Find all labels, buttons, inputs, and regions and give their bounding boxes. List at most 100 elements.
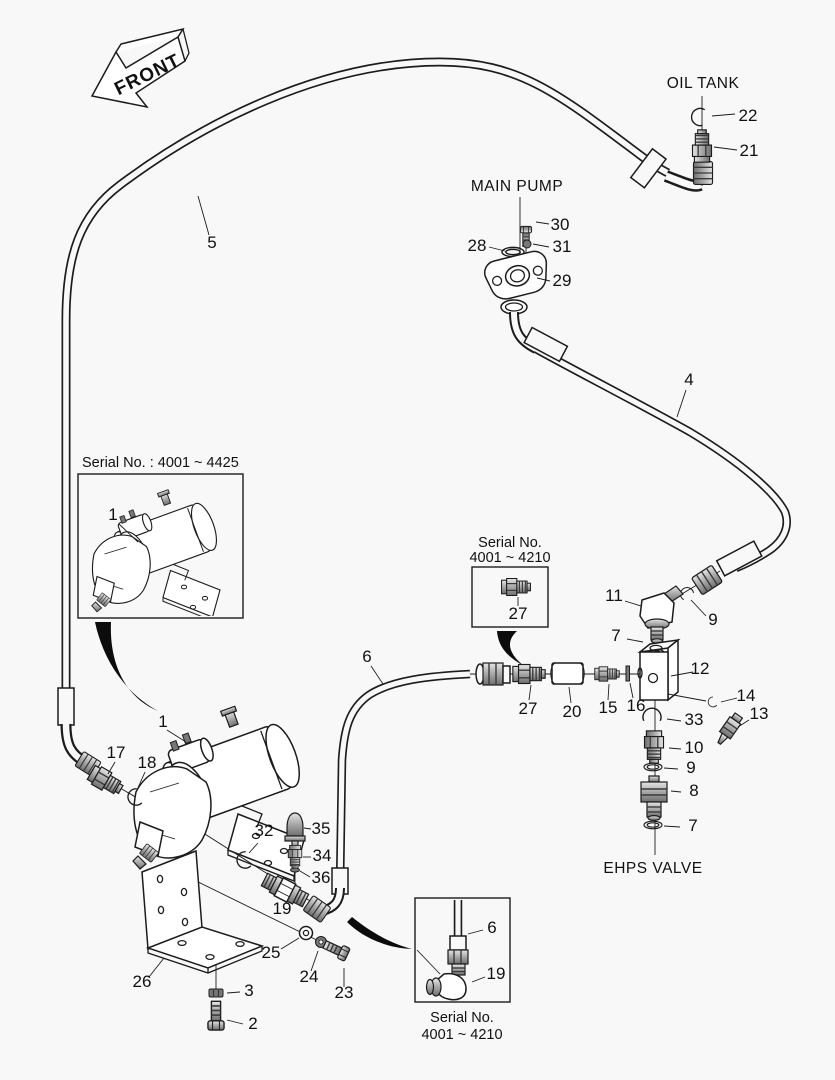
- part-label-23-36: 23: [335, 983, 354, 1002]
- part-12-block: [637, 638, 681, 702]
- part-9-oring-mid: [643, 762, 663, 772]
- part-label-17-10: 17: [107, 743, 126, 762]
- callout-arrow-box3: [347, 917, 412, 949]
- hose-6-end-nut: [482, 662, 504, 686]
- hose-4-sleeve-top: [523, 326, 569, 363]
- part-35-sensor: [284, 812, 306, 848]
- oil-tank-label: OIL TANK: [667, 75, 740, 92]
- callout-arrow-box2: [497, 631, 524, 666]
- part-label-12-15: 12: [691, 659, 710, 678]
- hose-4-sleeve-end: [715, 540, 763, 577]
- part-label-11-12: 11: [605, 586, 623, 605]
- part-36-oring: [290, 867, 300, 873]
- part-label-7-26: 7: [688, 816, 697, 835]
- part-15-fitting: [594, 666, 620, 682]
- part-label-1-9: 1: [158, 712, 167, 731]
- part-label-15-18: 15: [599, 698, 618, 717]
- part-label-26-37: 26: [133, 972, 152, 991]
- part-31-washer: [522, 239, 532, 249]
- oil-tank-connection: OIL TANK: [663, 75, 740, 192]
- part-label-19-41: 19: [487, 964, 506, 983]
- front-arrow: FRONT: [90, 27, 190, 109]
- part-2-bolt: [207, 1000, 225, 1031]
- serial-box-4425-title: Serial No. : 4001 ~ 4425: [82, 455, 239, 471]
- part-label-6-40: 6: [487, 918, 496, 937]
- part-25-washer: [298, 925, 314, 941]
- part-27-fitting-box: [500, 577, 532, 597]
- ehps-valve-label: EHPS VALVE: [603, 860, 702, 877]
- part-label-5-0: 5: [207, 233, 216, 252]
- main-pump-label: MAIN PUMP: [471, 178, 563, 195]
- callout-arrow-box1: [95, 622, 158, 711]
- part-23-bolt: [321, 937, 352, 963]
- part-label-35-30: 35: [312, 819, 331, 838]
- part-label-9-24: 9: [686, 758, 695, 777]
- part-21-fitting: [691, 129, 713, 163]
- serial-box-bottom-title-1: Serial No.: [430, 1010, 494, 1026]
- ehps-valve-group: EHPS VALVE: [603, 584, 744, 877]
- part-label-27-16: 27: [519, 699, 538, 718]
- part-label-3-38: 3: [244, 981, 253, 1000]
- hose-5-end-sleeve: [629, 147, 668, 189]
- part-label-7-14: 7: [611, 626, 620, 645]
- oil-tank-elbow-nut: [692, 160, 714, 186]
- serial-box-4210-bottom: Serial No. 4001 ~ 4210: [414, 897, 511, 1043]
- leader-lines: [107, 113, 750, 1025]
- part-label-20-17: 20: [563, 702, 582, 721]
- part-20-coupling: [550, 662, 585, 685]
- hose-5: [57, 57, 671, 778]
- part-label-6-27: 6: [362, 647, 371, 666]
- part-label-25-34: 25: [262, 943, 281, 962]
- part-label-36-32: 36: [312, 868, 331, 887]
- hose-5-sleeve: [57, 687, 75, 726]
- part-label-30-3: 30: [551, 215, 570, 234]
- serial-box-mid-title-2: 4001 ~ 4210: [469, 550, 550, 566]
- hose-4-nut: [690, 564, 724, 596]
- part-3-nut: [208, 988, 224, 998]
- part-19-elbow-box: [425, 963, 467, 1001]
- main-pump-connection: MAIN PUMP: [471, 178, 563, 300]
- part-label-28-4: 28: [468, 236, 487, 255]
- part-label-29-6: 29: [553, 271, 572, 290]
- part-11-elbow: [639, 585, 684, 644]
- part-33-oring: [642, 707, 662, 722]
- serial-box-4210-mid: Serial No. 4001 ~ 4210: [469, 535, 551, 628]
- part-label-16-19: 16: [627, 696, 646, 715]
- serial-box-4425: Serial No. : 4001 ~ 4425: [77, 455, 244, 619]
- part-label-21-2: 21: [740, 141, 759, 160]
- part-label-19-33: 19: [273, 899, 292, 918]
- serial-box-mid-title-1: Serial No.: [478, 535, 542, 551]
- hose-4: [500, 299, 791, 596]
- part-label-24-35: 24: [300, 967, 319, 986]
- part-label-1-8: 1: [108, 505, 117, 524]
- part-label-22-1: 22: [739, 106, 758, 125]
- part-13-sensor: [717, 712, 744, 746]
- hose-6: [302, 662, 511, 924]
- part-16-pin: [625, 665, 630, 682]
- part-label-4-7: 4: [684, 370, 693, 389]
- part-label-8-25: 8: [689, 781, 698, 800]
- serial-box-bottom-title-2: 4001 ~ 4210: [421, 1027, 502, 1043]
- part-label-14-20: 14: [737, 686, 756, 705]
- part-label-31-5: 31: [553, 237, 572, 256]
- part-10-fitting: [643, 730, 665, 764]
- part-label-10-23: 10: [685, 738, 704, 757]
- part-label-2-39: 2: [248, 1014, 257, 1033]
- part-label-18-11: 18: [138, 753, 157, 772]
- part-label-34-31: 34: [313, 846, 332, 865]
- part-label-9-13: 9: [708, 610, 717, 629]
- part-34-fitting: [287, 844, 303, 870]
- part-8-fitting: [640, 775, 668, 821]
- part-27-fitting: [512, 663, 546, 685]
- part-29-flange: [483, 250, 548, 300]
- part-14-clip: [706, 696, 718, 709]
- bracket-26: [141, 849, 265, 974]
- part-label-33-22: 33: [685, 710, 704, 729]
- part-22-oring: [689, 106, 706, 127]
- part-label-13-21: 13: [750, 704, 769, 723]
- part-label-27-28: 27: [509, 604, 528, 623]
- part-7-oring-bottom: [643, 820, 663, 830]
